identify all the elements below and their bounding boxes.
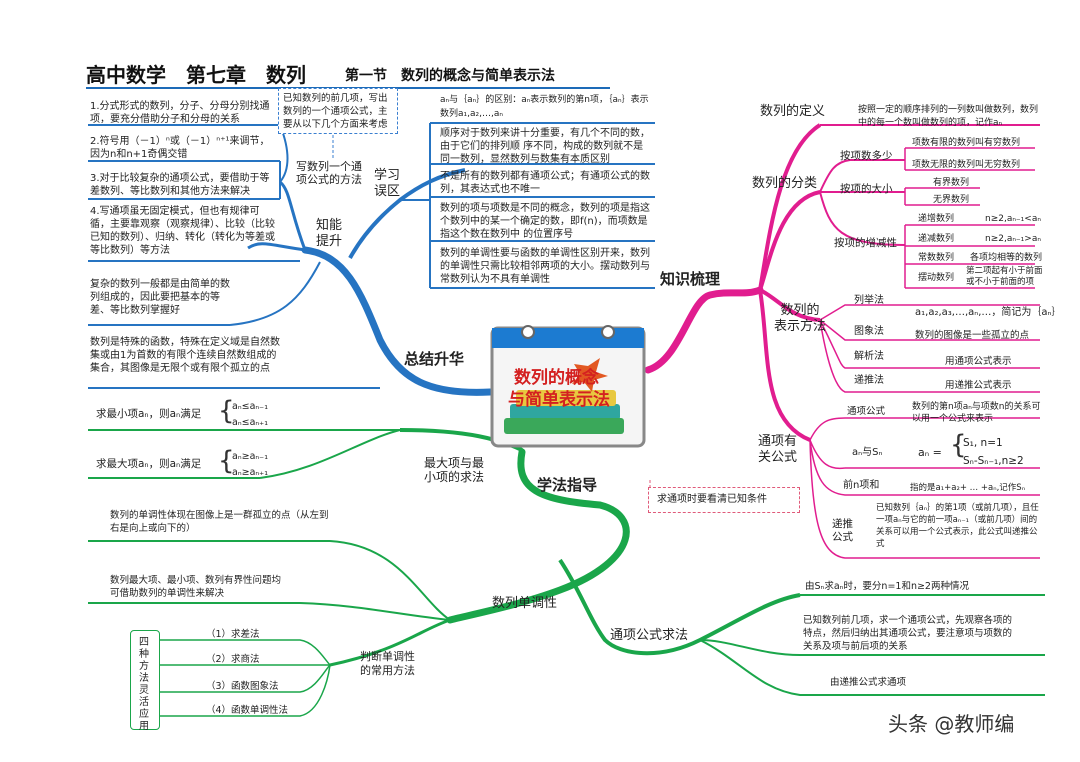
max-c1: aₙ≥aₙ₋₁	[232, 451, 268, 462]
general-method-label: 通项公式求法	[610, 628, 689, 643]
unbounded-text: 无界数列	[933, 195, 970, 205]
general-label: 通项有 关公式	[758, 434, 798, 465]
const-label: 常数数列	[918, 253, 955, 263]
mono-label: 数列单调性	[492, 596, 558, 611]
mistake-1: aₙ与｛aₙ｝的区别：aₙ表示数列的第n项，｛aₙ｝表示数列a₁,a₂,…,aₙ	[440, 95, 649, 119]
dec-label: 递减数列	[918, 234, 955, 244]
g1-text: 由Sₙ求aₙ时，要分n=1和n≥2两种情况	[805, 581, 969, 592]
by-count-label: 按项数多少	[840, 150, 893, 162]
write-method-label: 写数列一个通 项公式的方法	[296, 160, 362, 186]
judge-label: 判断单调性 的常用方法	[360, 650, 415, 677]
recur2-text: 已知数列｛aₙ｝的第1项（或前几项），且任一项aₙ与它的前一项aₙ₋₁（或前几项…	[876, 503, 1039, 549]
mistake-4: 数列的项与项数是不同的概念，数列的项是指这个数列中的某一个确定的数，即f(n)，…	[440, 203, 650, 240]
method-3: （3）函数图象法	[206, 681, 279, 692]
g3-text: 由递推公式求通项	[830, 677, 907, 688]
min-text: 求最小项aₙ，则aₙ满足	[96, 408, 202, 420]
branch-method: 学法指导	[537, 476, 598, 494]
list-label: 列举法	[854, 295, 884, 306]
four-methods-box: 四种方法灵活应用	[130, 630, 160, 732]
case-2: Sₙ-Sₙ₋₁,n≥2	[963, 455, 1024, 467]
watermark: 头条 @教师编	[888, 712, 1015, 736]
method-4: （4）函数单调性法	[206, 705, 289, 716]
classify-label: 数列的分类	[752, 176, 818, 191]
mono-text-1: 数列的单调性体现在图像上是一群孤立的点（从左到右是向上或向下的）	[110, 510, 329, 534]
osc-cond: 第二项起有小于前面或不小于前面的项	[966, 266, 1043, 287]
const-cond: 各项均相等的数列	[970, 253, 1043, 263]
g2-text: 已知数列前几项，求一个通项公式，先观察各项的特点，然后归纳出其通项公式，要注意项…	[803, 615, 1013, 652]
by-size-label: 按项的大小	[840, 183, 893, 195]
center-title-2: 与简单表示法	[508, 390, 610, 410]
infinite-text: 项数无限的数列叫无穷数列	[912, 160, 1021, 170]
graph-text: 数列的图像是一些孤立的点	[915, 330, 1030, 341]
note-4: 4.写通项虽无固定模式，但也有规律可循，主要靠观察（观察规律）、比较（比较已知的…	[90, 206, 275, 256]
mistake-3: 不是所有的数列都有通项公式；有通项公式的数列，其表达式也不唯一	[440, 171, 650, 195]
brace-an: {	[950, 430, 967, 460]
mistake-5: 数列的单调性要与函数的单调性区别开来，数列的单调性只需比较相邻两项的大小。摆动数…	[440, 248, 650, 285]
branch-summary: 总结升华	[404, 350, 465, 368]
recur2-label: 递推 公式	[832, 518, 853, 543]
finite-text: 项数有限的数列叫有穷数列	[912, 138, 1021, 148]
method-2: （2）求商法	[206, 654, 260, 665]
min-c1: aₙ≤aₙ₋₁	[232, 401, 268, 412]
mistake-2: 顺序对于数列来讲十分重要，有几个不同的数，由于它们的排列顺 序不同，构成的数列就…	[440, 128, 650, 165]
graph-label: 图象法	[854, 326, 884, 337]
mistakes-label: 学习 误区	[374, 168, 401, 199]
definition-label: 数列的定义	[760, 104, 826, 119]
an-sn-label: aₙ与Sₙ	[852, 447, 883, 458]
max-c2: aₙ≥aₙ₊₁	[232, 467, 268, 478]
an-eq: aₙ =	[918, 446, 942, 459]
repr-label: 数列的 表示方法	[774, 303, 827, 334]
list-text: a₁,a₂,a₃,…,aₙ,…，简记为｛aₙ｝	[915, 307, 1062, 318]
brace-min: {	[218, 396, 235, 426]
formula-label: 通项公式	[847, 406, 886, 417]
recur-label: 递推法	[854, 375, 884, 386]
case-1: S₁, n=1	[963, 437, 1003, 449]
warn-text: 求通项时要看清已知条件	[657, 494, 767, 505]
center-calendar: 数列的概念 与简单表示法	[488, 318, 648, 450]
formula-text: 数列的第n项aₙ与项数n的关系可以用一个公式来表示	[912, 402, 1041, 424]
first-n-label: 前n项和	[843, 480, 880, 491]
maxmin-label: 最大项与最 小项的求法	[424, 456, 485, 484]
first-n-text: 指的是a₁+a₂+ … +aₙ,记作Sₙ	[910, 483, 1026, 493]
analytic-text: 用通项公式表示	[945, 356, 1012, 367]
four-methods-text: 四种方法灵活应用	[139, 637, 149, 732]
ability-label: 知能 提升	[316, 218, 343, 249]
method-1: （1）求差法	[206, 629, 260, 640]
inc-cond: n≥2,aₙ₋₁<aₙ	[985, 214, 1041, 224]
note-3: 3.对于比较复杂的通项公式，要借助于等差数列、等比数列和其他方法来解决	[90, 173, 270, 197]
dash-note-text: 已知数列的前几项，写出数列的一个通项公式，主要从以下几个方面来考虑	[283, 93, 388, 130]
inc-label: 递增数列	[918, 214, 955, 224]
section-title: 第一节 数列的概念与简单表示法	[345, 68, 555, 84]
page-title: 高中数学 第七章 数列	[86, 63, 306, 87]
min-c2: aₙ≤aₙ₊₁	[232, 417, 268, 428]
brace-max: {	[218, 446, 235, 476]
bounded-text: 有界数列	[933, 178, 970, 188]
mono-text-2: 数列最大项、最小项、数列有界性问题均可借助数列的单调性来解决	[110, 575, 282, 599]
max-text: 求最大项aₙ，则aₙ满足	[96, 458, 202, 470]
dec-cond: n≥2,aₙ₋₁>aₙ	[985, 234, 1041, 244]
warn-box: 求通项时要看清已知条件	[648, 487, 800, 513]
branch-knowledge: 知识梳理	[660, 270, 721, 288]
center-title-1: 数列的概念	[514, 368, 599, 388]
note-5: 复杂的数列一般都是由简单的数列组成的，因此要把基本的等差、等比数列掌握好	[90, 279, 230, 316]
calendar-icon	[490, 325, 646, 448]
note-6: 数列是特殊的函数，特殊在定义域是自然数集或由1为首数的有限个连续自然数组成的集合…	[90, 337, 280, 374]
by-mono-label: 按项的增减性	[834, 237, 897, 249]
note-2: 2.符号用（－1）ⁿ或（－1）ⁿ⁺¹来调节，因为n和n+1奇偶交错	[90, 136, 270, 160]
analytic-label: 解析法	[854, 351, 884, 362]
note-1: 1.分式形式的数列，分子、分母分别找通项，要充分借助分子和分母的关系	[90, 101, 270, 125]
osc-label: 摆动数列	[918, 273, 955, 283]
recur-text: 用递推公式表示	[945, 380, 1012, 391]
definition-text: 按照一定的顺序排列的一列数叫做数列，数列中的每一个数叫做数列的项，记作aₙ	[858, 105, 1039, 128]
dash-note-box: 已知数列的前几项，写出数列的一个通项公式，主要从以下几个方面来考虑	[278, 88, 398, 134]
